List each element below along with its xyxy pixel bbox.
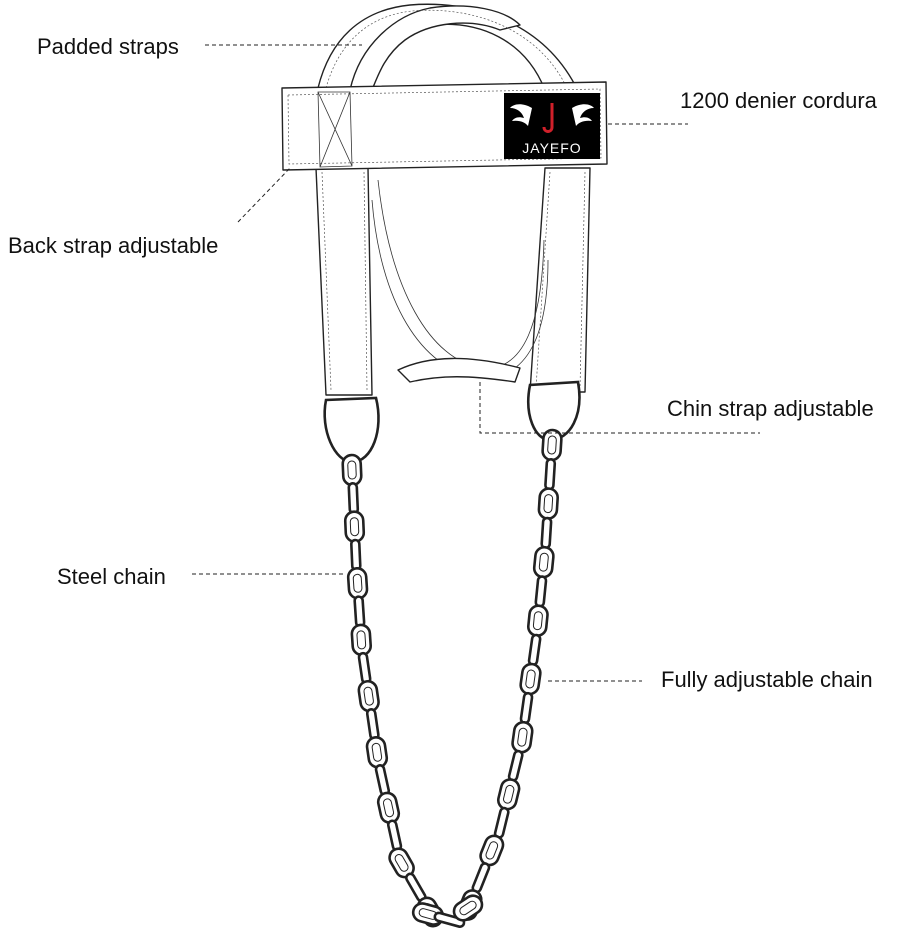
- chain-link: [496, 778, 521, 811]
- chain-link: [479, 834, 505, 867]
- chain-link: [493, 806, 510, 839]
- chain-link: [541, 428, 563, 462]
- label-chin-strap: Chin strap adjustable: [667, 396, 874, 421]
- chain-link: [347, 482, 360, 515]
- chain-link: [537, 487, 559, 520]
- side-straps-drawing: [315, 167, 591, 396]
- chain-link: [365, 708, 380, 741]
- chain-link: [374, 764, 391, 797]
- chain-link: [507, 749, 524, 782]
- chain-link: [471, 862, 491, 894]
- steel-chain-left: [341, 453, 444, 928]
- chain-link: [544, 458, 557, 491]
- chain-link: [357, 679, 380, 713]
- brand-name: JAYEFO: [522, 140, 581, 156]
- chin-strap-drawing: [397, 357, 521, 383]
- label-padded-straps: Padded straps: [37, 34, 179, 59]
- leader-lines: [192, 44, 760, 682]
- chain-link: [511, 720, 534, 754]
- chain-link: [341, 453, 363, 487]
- steel-chain-right: [457, 428, 563, 921]
- chain-link: [346, 567, 369, 600]
- chain-link: [519, 691, 534, 725]
- label-steel-chain: Steel chain: [57, 564, 166, 589]
- hook-icon: [542, 103, 554, 133]
- padded-straps-drawing: [317, 3, 576, 91]
- chain-link: [527, 604, 549, 637]
- chain-link: [540, 516, 553, 550]
- chain-link: [350, 623, 372, 657]
- label-back-strap: Back strap adjustable: [8, 233, 219, 258]
- chain-link: [353, 595, 366, 628]
- chain-link: [365, 736, 389, 769]
- chain-link: [433, 911, 466, 929]
- brand-logo: JAYEFO: [504, 93, 600, 159]
- chain-link: [519, 662, 542, 696]
- label-cordura: 1200 denier cordura: [680, 88, 877, 113]
- steel-chain-bottom: [411, 894, 484, 929]
- leader-chin-strap: [479, 382, 760, 434]
- chain-link: [343, 510, 366, 543]
- chain-link: [527, 633, 542, 667]
- label-adjustable-chain: Fully adjustable chain: [661, 667, 873, 692]
- chain-link: [532, 545, 555, 579]
- chain-link: [357, 651, 372, 685]
- chain-link: [376, 791, 401, 824]
- chain-link: [386, 819, 403, 852]
- wings-icon: [510, 104, 594, 126]
- leader-back-strap: [237, 167, 291, 223]
- chain-link: [350, 538, 362, 572]
- chain-link: [534, 575, 548, 608]
- chain-link: [452, 894, 484, 922]
